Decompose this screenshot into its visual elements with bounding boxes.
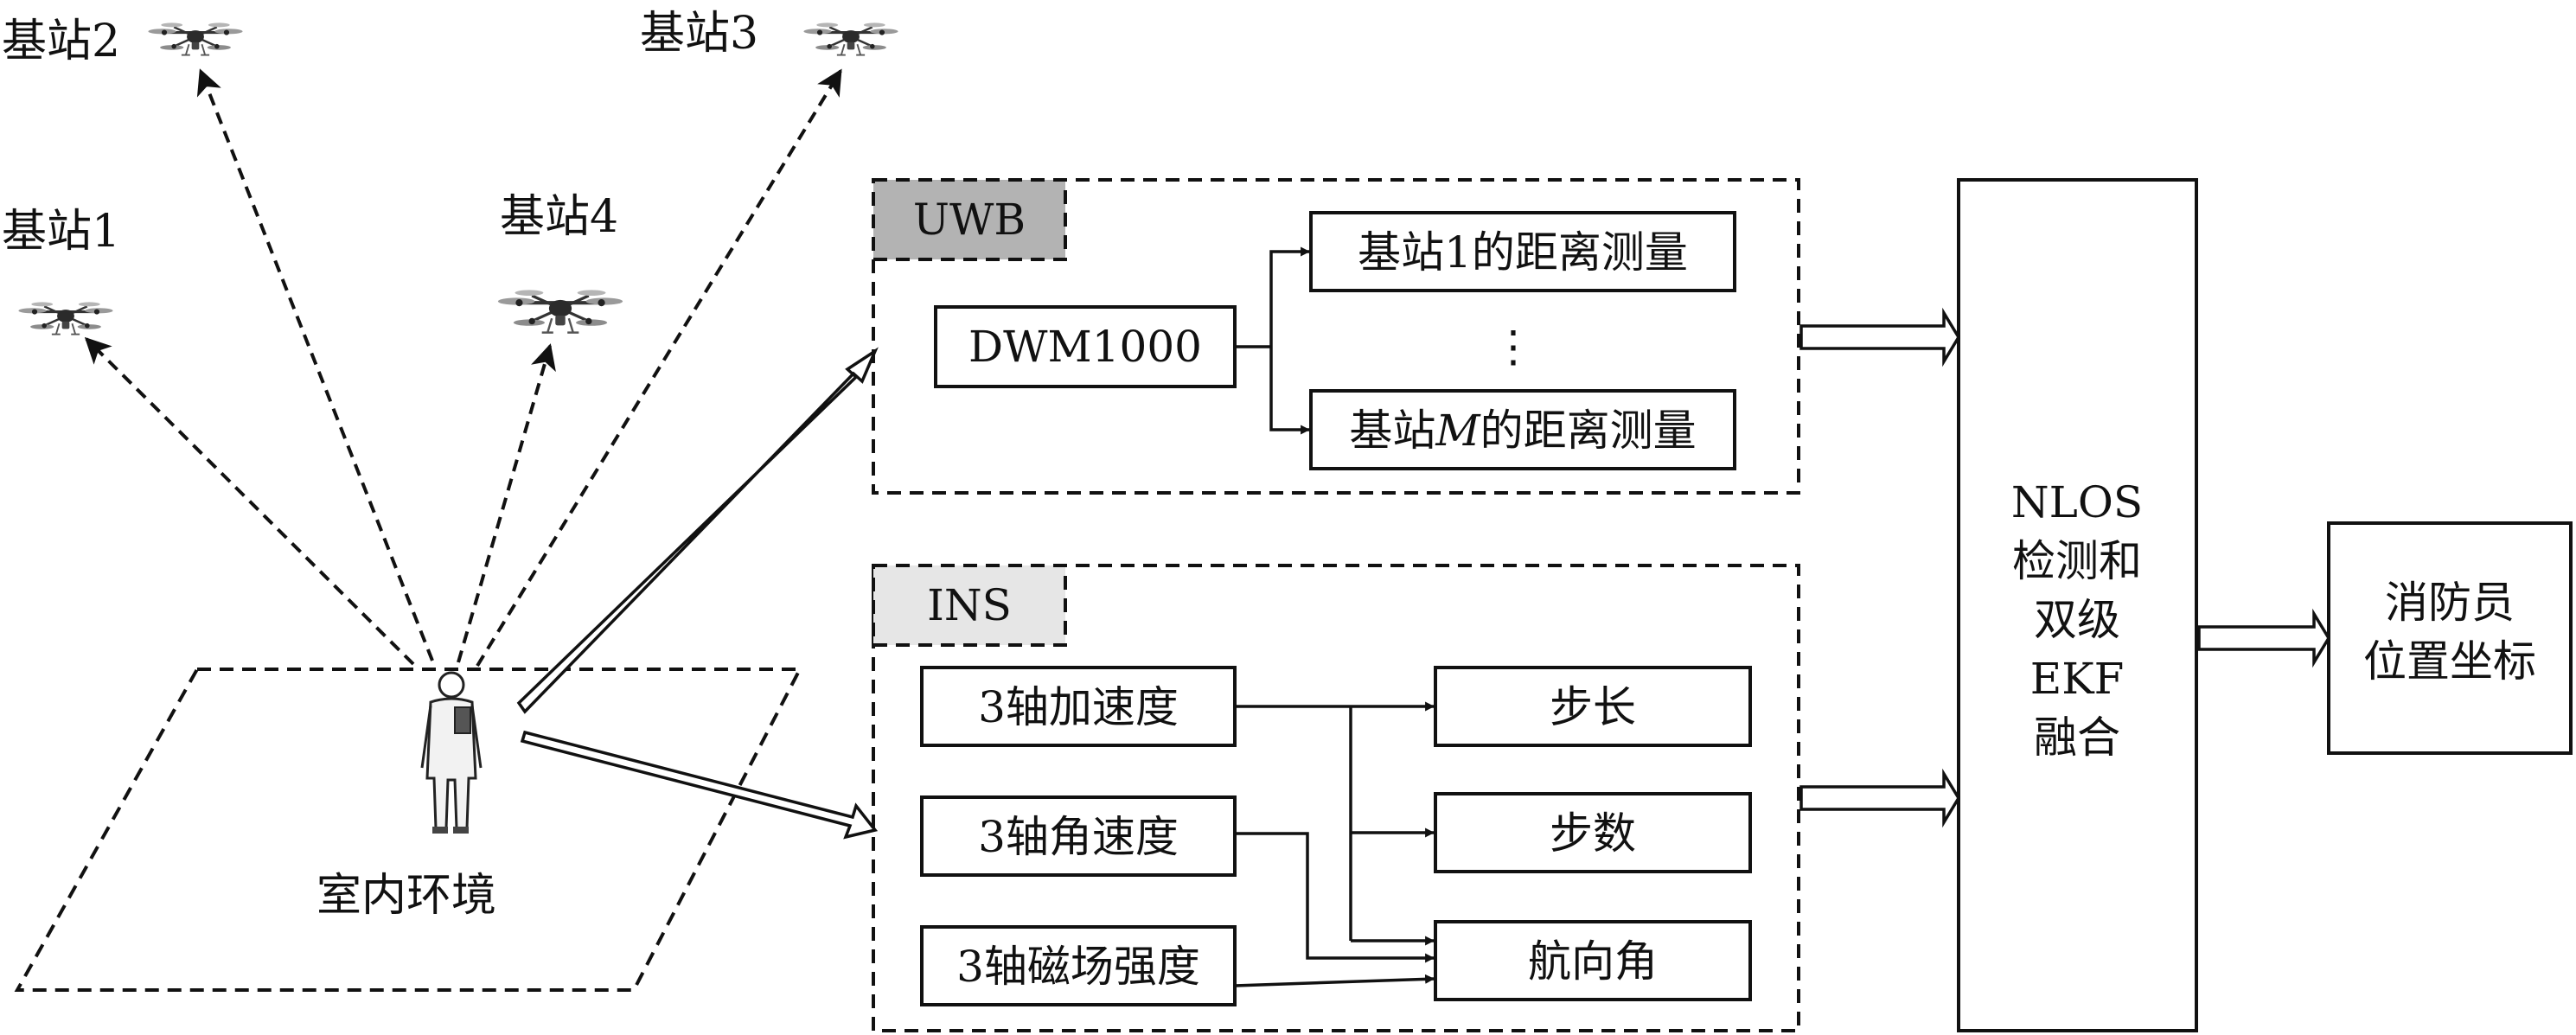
ins-wire-gyro-to-heading — [1235, 832, 1435, 963]
arrow-ins-to-fusion — [1799, 768, 1961, 828]
drone-icon — [16, 300, 115, 336]
drone-icon — [498, 290, 623, 332]
base-station-1-label: 基站1 — [2, 206, 120, 258]
base-station-1: 基站1 — [2, 206, 120, 336]
fusion-line-3: 双级 — [2034, 595, 2120, 645]
uwb-title: UWB — [913, 195, 1026, 245]
fusion-block: NLOS 检测和 双级 EKF 融合 — [1957, 178, 2198, 1032]
base-station-4-label: 基站4 — [500, 191, 618, 243]
firefighter-icon — [420, 671, 483, 834]
stage-arrows — [1799, 307, 2331, 828]
range-link-bs4 — [457, 343, 556, 663]
range-bsm-label: 基站M的距离测量 — [1349, 406, 1696, 456]
uwb-block: UWB DWM1000 基站1的距离测量 ⋮ 基站M的距离测量 — [872, 178, 1800, 495]
output-step-length-box — [1434, 666, 1752, 747]
range-link-bs3 — [476, 68, 842, 668]
output-step-length-label: 步长 — [1550, 682, 1636, 732]
arrow-uwb-to-fusion — [1799, 307, 1961, 367]
range-link-bs2 — [196, 68, 434, 661]
dwm1000-label: DWM1000 — [968, 322, 1202, 372]
uwb-wire-to-bsm — [1269, 347, 1311, 435]
drone-icon — [802, 21, 900, 57]
uwb-ellipsis: ⋮ — [1492, 322, 1535, 372]
environment-label: 室内环境 — [316, 870, 496, 922]
uwb-frame — [872, 178, 1800, 495]
range-bsm-box — [1309, 389, 1736, 470]
base-station-2: 基站2 — [2, 16, 245, 67]
ins-block: INS 3轴加速度 3轴角速度 3轴磁场强度 步长 步数 航向角 — [872, 564, 1800, 1032]
range-link-bs1 — [84, 336, 415, 666]
result-line-2: 位置坐标 — [2363, 636, 2536, 687]
output-step-count-box — [1434, 792, 1752, 873]
arrow-fusion-to-result — [2197, 608, 2331, 668]
base-station-2-label: 基站2 — [2, 16, 120, 67]
uwb-title-box — [872, 178, 1067, 261]
sensor-accel-label: 3轴加速度 — [978, 682, 1179, 732]
output-heading-box — [1434, 920, 1752, 1001]
person-to-modules-arrows — [516, 347, 879, 840]
indoor-environment: 室内环境 — [14, 668, 803, 992]
base-station-3: 基站3 — [640, 8, 900, 60]
result-line-1: 消防员 — [2385, 578, 2515, 628]
drone-icon — [146, 21, 245, 57]
ins-title: INS — [927, 580, 1012, 630]
arrow-to-uwb — [516, 347, 879, 714]
result-box — [2327, 521, 2573, 755]
ins-title-box — [872, 564, 1067, 647]
fusion-line-1: NLOS — [2011, 477, 2143, 527]
base-station-3-label: 基站3 — [640, 8, 758, 60]
output-step-count-label: 步数 — [1550, 808, 1636, 859]
sensor-mag-label: 3轴磁场强度 — [956, 942, 1200, 992]
output-heading-label: 航向角 — [1528, 936, 1658, 987]
sensor-mag-box — [920, 925, 1237, 1006]
range-bs1-label: 基站1的距离测量 — [1358, 227, 1688, 278]
arrow-to-ins — [520, 730, 879, 840]
fusion-line-4: EKF — [2030, 654, 2125, 704]
ins-frame — [872, 564, 1800, 1032]
fusion-line-5: 融合 — [2034, 712, 2120, 763]
fusion-box — [1957, 178, 2198, 1032]
range-bs1-box — [1309, 211, 1736, 292]
base-station-4: 基站4 — [498, 191, 623, 333]
range-links — [84, 68, 842, 668]
sensor-gyro-label: 3轴角速度 — [978, 812, 1179, 862]
sensor-gyro-box — [920, 795, 1237, 877]
uwb-wire-to-bs1 — [1269, 246, 1311, 347]
floor-plane — [14, 668, 803, 992]
result-block: 消防员 位置坐标 — [2327, 521, 2573, 755]
fusion-line-2: 检测和 — [2012, 536, 2142, 586]
dwm1000-box — [934, 305, 1237, 388]
ins-wire-mag-to-heading — [1234, 974, 1435, 987]
